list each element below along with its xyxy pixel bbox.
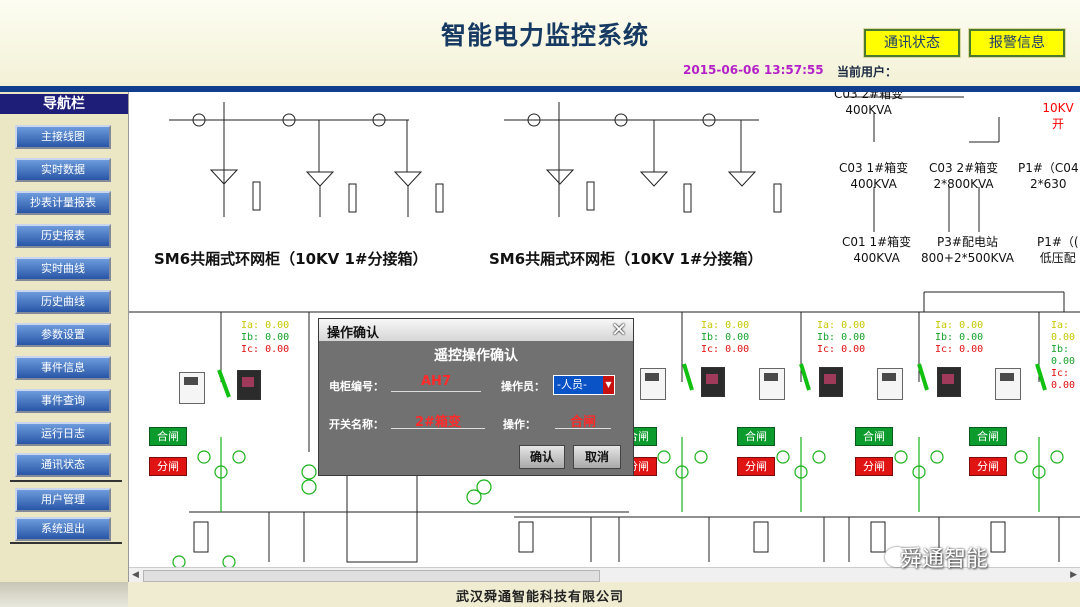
close-switch-button[interactable]: 合闸 xyxy=(149,427,187,446)
operation-confirm-dialog: 操作确认 ✕ 遥控操作确认 电柜编号： AH7 操作员： -人员- ▼ 开关名称… xyxy=(318,318,634,476)
dialog-heading: 遥控操作确认 xyxy=(434,348,518,364)
operator-label: 操作员： xyxy=(501,380,545,393)
sidebar-item-comm-status[interactable]: 通讯状态 xyxy=(15,453,111,477)
sidebar-item-realtime-data[interactable]: 实时数据 xyxy=(15,158,111,182)
protection-relay-icon[interactable] xyxy=(937,367,961,397)
horizontal-scrollbar[interactable]: ◀ ▶ xyxy=(129,567,1080,583)
sidebar-item-event-query[interactable]: 事件查询 xyxy=(15,389,111,413)
sidebar-item-run-log[interactable]: 运行日志 xyxy=(15,422,111,446)
comm-status-button[interactable]: 通讯状态 xyxy=(864,29,960,57)
close-switch-button[interactable]: 合闸 xyxy=(855,427,893,446)
chevron-down-icon[interactable]: ▼ xyxy=(603,376,614,394)
operator-select[interactable]: -人员- ▼ xyxy=(553,375,615,395)
page-title: 智能电力监控系统 xyxy=(440,21,649,50)
sidebar-item-parameters[interactable]: 参数设置 xyxy=(15,323,111,347)
power-meter-icon[interactable] xyxy=(640,368,666,400)
power-meter-icon[interactable] xyxy=(877,368,903,400)
sidebar-item-meter-report[interactable]: 抄表计量报表 xyxy=(15,191,111,215)
sidebar: 导航栏 主接线图 实时数据 抄表计量报表 历史报表 实时曲线 历史曲线 参数设置… xyxy=(0,92,129,582)
power-meter-icon[interactable] xyxy=(759,368,785,400)
switch-name-label: 开关名称： xyxy=(329,418,384,431)
datetime-display: 2015-06-06 13:57:55 xyxy=(683,63,824,77)
dialog-titlebar[interactable]: 操作确认 ✕ xyxy=(319,319,633,341)
feeder-label-red: 10KV 开 xyxy=(1042,101,1074,131)
open-switch-button[interactable]: 分闸 xyxy=(969,457,1007,476)
scroll-left-icon[interactable]: ◀ xyxy=(132,570,139,580)
close-switch-button[interactable]: 合闸 xyxy=(737,427,775,446)
feeder-label: P1#（(低压配 xyxy=(1037,235,1079,265)
alarm-info-button[interactable]: 报警信息 xyxy=(969,29,1065,57)
sidebar-item-user-management[interactable]: 用户管理 xyxy=(15,488,111,512)
header-divider xyxy=(0,86,1080,92)
power-meter-icon[interactable] xyxy=(995,368,1021,400)
close-icon[interactable]: ✕ xyxy=(611,319,627,341)
cabinet-title: SM6共厢式环网柜（10KV 1#分接箱） xyxy=(154,250,428,268)
company-name: 武汉舜通智能科技有限公司 xyxy=(455,590,624,605)
scrollbar-thumb[interactable] xyxy=(143,570,600,582)
open-switch-button[interactable]: 分闸 xyxy=(855,457,893,476)
cancel-button[interactable]: 取消 xyxy=(573,445,621,469)
wechat-icon xyxy=(885,547,909,567)
wiring-diagram-svg xyxy=(129,96,1080,567)
cabinet-no-field[interactable]: AH7 xyxy=(391,374,481,392)
sidebar-item-history-report[interactable]: 历史报表 xyxy=(15,224,111,248)
open-switch-button[interactable]: 分闸 xyxy=(149,457,187,476)
protection-relay-icon[interactable] xyxy=(819,367,843,397)
switch-name-field[interactable]: 2#箱变 xyxy=(391,411,485,430)
dialog-title: 操作确认 xyxy=(327,326,380,341)
protection-relay-icon[interactable] xyxy=(237,370,261,400)
footer: 武汉舜通智能科技有限公司 xyxy=(0,582,1080,607)
watermark-text: 舜通智能 xyxy=(900,547,989,572)
wiring-diagram-canvas: SM6共厢式环网柜（10KV 1#分接箱） SM6共厢式环网柜（10KV 1#分… xyxy=(129,92,1080,567)
sidebar-item-system-exit[interactable]: 系统退出 xyxy=(15,517,111,541)
sidebar-divider xyxy=(10,542,122,544)
sidebar-item-realtime-curve[interactable]: 实时曲线 xyxy=(15,257,111,281)
cabinet-no-label: 电柜编号： xyxy=(329,380,384,393)
sidebar-title: 导航栏 xyxy=(0,94,128,114)
operation-field[interactable]: 合闸 xyxy=(555,411,611,430)
header: 智能电力监控系统 通讯状态 报警信息 2015-06-06 13:57:55 当… xyxy=(0,0,1080,86)
current-user-label: 当前用户： xyxy=(837,65,898,79)
confirm-button[interactable]: 确认 xyxy=(519,445,565,469)
close-switch-button[interactable]: 合闸 xyxy=(969,427,1007,446)
sidebar-divider xyxy=(10,480,122,482)
cabinet-title: SM6共厢式环网柜（10KV 1#分接箱） xyxy=(489,250,763,268)
open-switch-button[interactable]: 分闸 xyxy=(737,457,775,476)
protection-relay-icon[interactable] xyxy=(701,367,725,397)
sidebar-item-history-curve[interactable]: 历史曲线 xyxy=(15,290,111,314)
operation-label: 操作： xyxy=(503,418,536,431)
power-meter-icon[interactable] xyxy=(179,372,205,404)
footer-corner xyxy=(0,582,128,607)
sidebar-item-event-info[interactable]: 事件信息 xyxy=(15,356,111,380)
sidebar-item-main-wiring[interactable]: 主接线图 xyxy=(15,125,111,149)
scroll-right-icon[interactable]: ▶ xyxy=(1070,570,1077,580)
